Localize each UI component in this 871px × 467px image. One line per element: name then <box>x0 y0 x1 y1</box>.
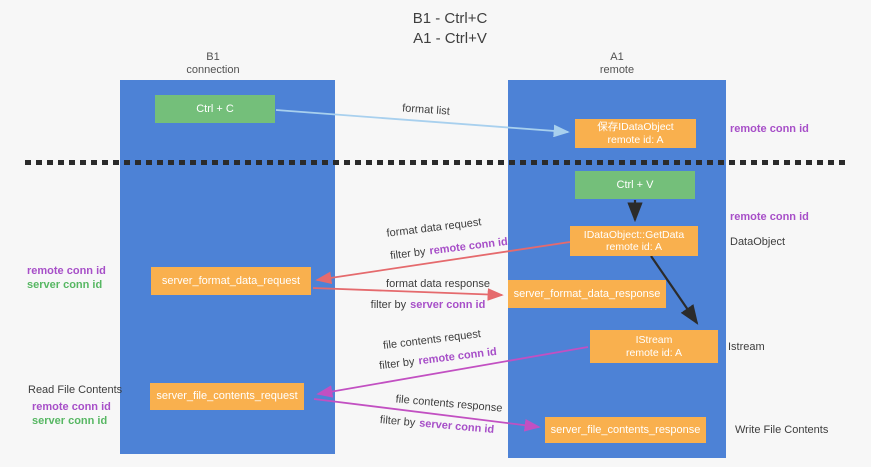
server-format-data-request-label: server_format_data_request <box>161 274 301 287</box>
format-data-request-label: format data request <box>385 216 483 240</box>
lane-b1-name: B1 <box>206 51 220 63</box>
getdata-line2: remote id: A <box>605 241 663 253</box>
lane-b1-subtitle: connection <box>186 64 240 76</box>
format-data-response-label: format data response <box>386 278 490 290</box>
idataobject-getdata-node: IDataObject::GetData remote id: A <box>570 226 698 256</box>
lane-header-a1: A1 remote <box>600 51 634 77</box>
istream-node: IStream remote id: A <box>590 330 718 363</box>
server-format-data-request-node: server_format_data_request <box>151 267 311 295</box>
write-file-contents-annotation: Write File Contents <box>735 424 829 436</box>
remote-conn-id-highlight: remote conn id <box>428 235 509 258</box>
save-idataobject-node: 保存IDataObject remote id: A <box>575 119 696 148</box>
read-file-contents-annotation: Read File Contents <box>28 384 123 396</box>
remote-conn-id-annotation-top: remote conn id <box>730 123 809 135</box>
filter-by-text: filter by <box>370 299 407 311</box>
server-conn-id-highlight: server conn id <box>418 417 495 436</box>
server-file-contents-response-label: server_file_contents_response <box>550 423 701 436</box>
file-contents-response-label: file contents response <box>395 393 503 415</box>
istream-line2: remote id: A <box>625 346 683 359</box>
server-conn-id-annotation-left: server conn id <box>27 279 103 291</box>
lane-a1-subtitle: remote <box>599 64 635 76</box>
filter-by-text: filter by <box>378 355 416 373</box>
title-line-1: B1 - Ctrl+C <box>412 10 488 27</box>
ctrl-c-label: Ctrl + C <box>196 102 234 115</box>
remote-conn-id-annotation-left-2: remote conn id <box>32 401 111 413</box>
lane-header-b1: B1 connection <box>186 51 239 77</box>
save-idataobject-line1: 保存IDataObject <box>597 121 674 133</box>
ctrl-v-node: Ctrl + V <box>575 171 695 199</box>
page-title: B1 - Ctrl+C A1 - Ctrl+V <box>413 9 488 49</box>
server-format-data-response-label: server_format_data_response <box>513 287 661 300</box>
server-file-contents-request-node: server_file_contents_request <box>150 383 304 410</box>
server-conn-id-annotation-left-2: server conn id <box>32 415 108 427</box>
dataobject-annotation: DataObject <box>730 236 786 248</box>
getdata-line1: IDataObject::GetData <box>583 228 685 241</box>
server-file-contents-request-label: server_file_contents_request <box>156 390 298 402</box>
server-format-data-response-node: server_format_data_response <box>508 280 666 308</box>
filter-by-text: filter by <box>379 414 416 430</box>
istream-annotation: Istream <box>728 341 765 353</box>
lane-a1-name: A1 <box>610 51 624 63</box>
istream-line1: IStream <box>635 334 673 346</box>
phase-separator-dashed-line <box>25 160 847 165</box>
server-file-contents-response-node: server_file_contents_response <box>545 417 706 443</box>
save-idataobject-line2: remote id: A <box>607 133 664 146</box>
ctrl-v-label: Ctrl + V <box>616 178 654 191</box>
remote-conn-id-annotation-mid: remote conn id <box>730 211 809 223</box>
ctrl-c-node: Ctrl + C <box>155 95 275 123</box>
format-list-label: format list <box>401 102 451 118</box>
remote-conn-id-highlight: remote conn id <box>417 345 498 368</box>
filter-by-text: filter by <box>389 245 427 263</box>
remote-conn-id-annotation-left: remote conn id <box>27 265 106 277</box>
title-line-2: A1 - Ctrl+V <box>413 30 487 47</box>
server-conn-id-highlight: server conn id <box>410 299 486 311</box>
